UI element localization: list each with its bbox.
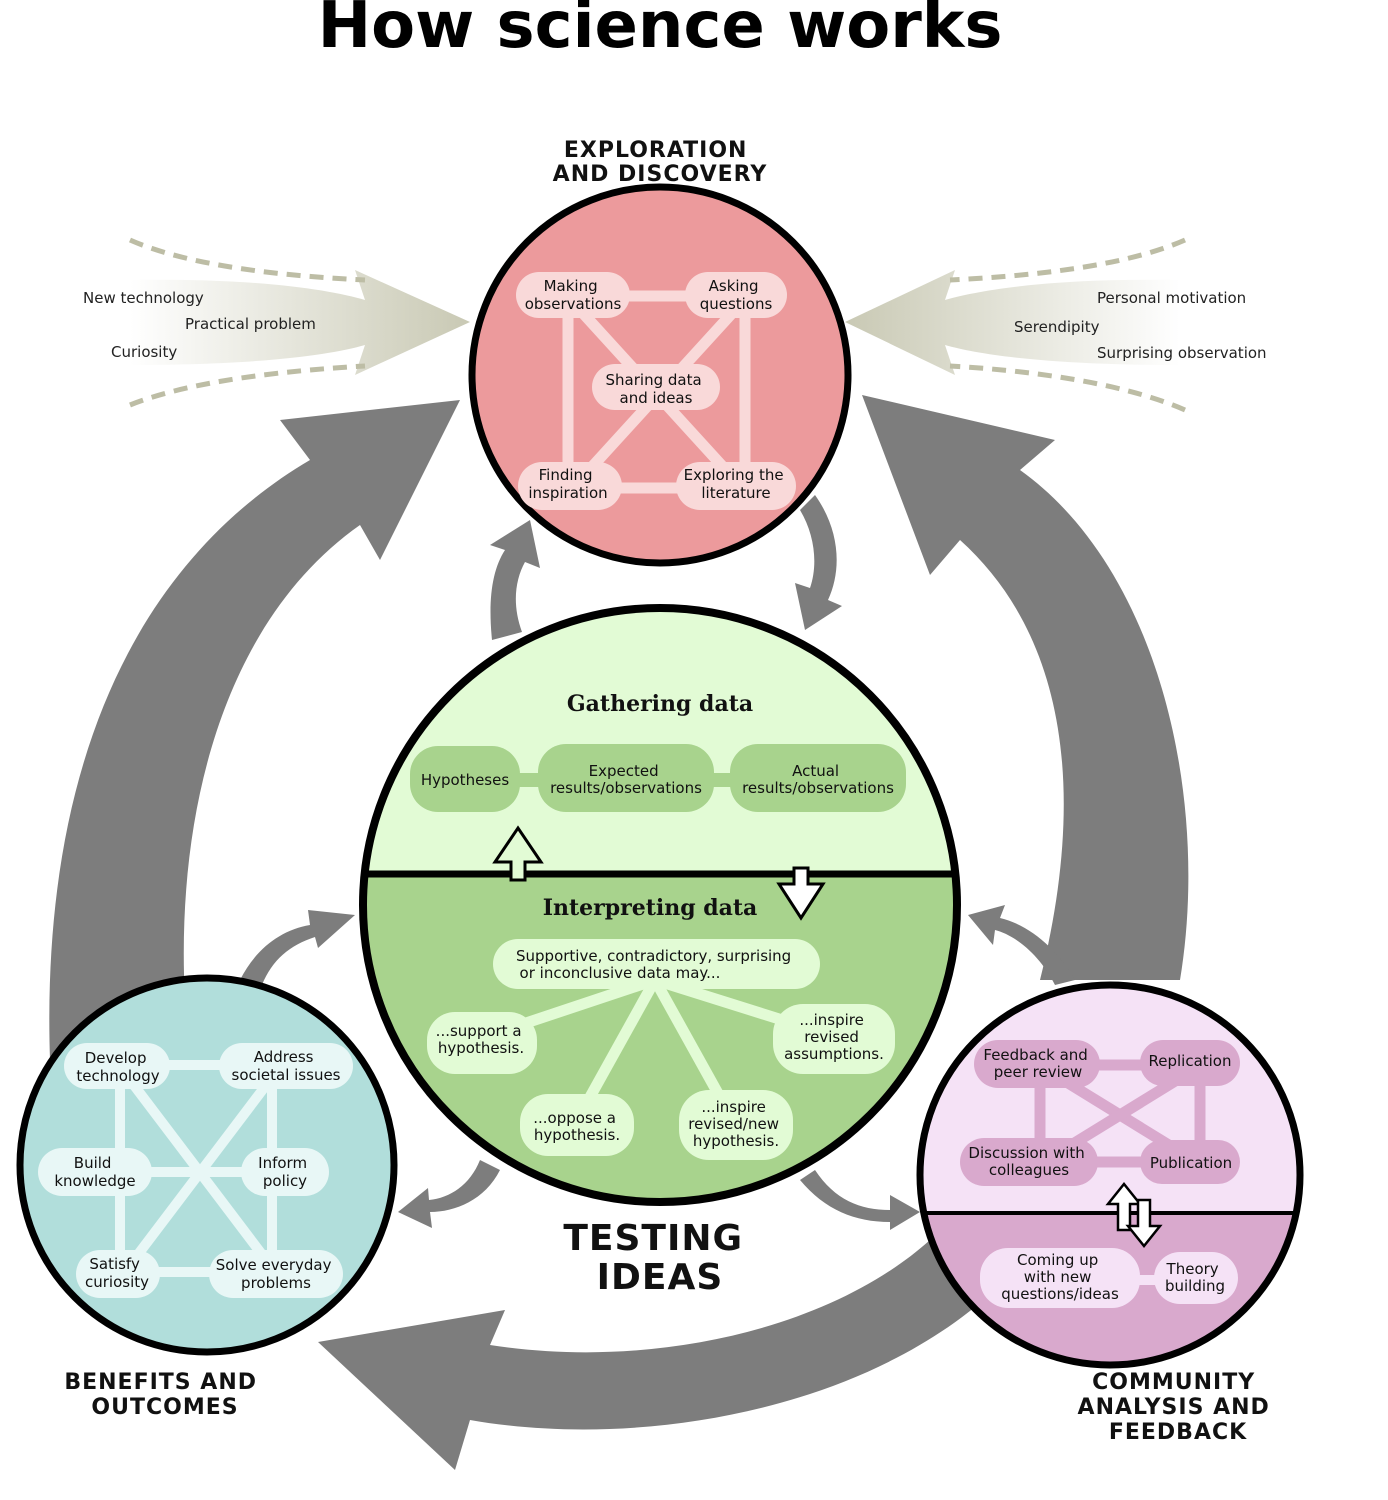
node-replication: Replication [1148, 1052, 1231, 1070]
influence-new-technology: New technology [83, 289, 204, 307]
cycle-arrow-bottom [318, 1240, 1000, 1470]
influence-curiosity: Curiosity [111, 343, 177, 361]
arrow-exploration-to-testing [795, 495, 842, 630]
node-publication: Publication [1150, 1154, 1232, 1172]
arrow-down-gather-to-interpret [776, 866, 826, 921]
cycle-arrow-right [862, 395, 1189, 980]
cycle-arrows [49, 395, 1189, 1470]
node-finding-inspiration: Finding inspiration [528, 466, 607, 502]
node-data-may: Supportive, contradictory, surprising or… [516, 947, 796, 982]
node-inform-policy: Inform policy [258, 1154, 312, 1190]
testing-circle: Gathering data Hypotheses Expected resul… [359, 604, 961, 1298]
influence-practical-problem: Practical problem [185, 315, 316, 333]
exploration-circle: EXPLORATION AND DISCOVERY Making observa… [468, 138, 852, 567]
connector-arrows [240, 495, 1075, 1230]
node-making-observations: Making observations [525, 277, 622, 313]
arrow-down-community [1125, 1198, 1163, 1249]
benefits-label: BENEFITS AND OUTCOMES [64, 1370, 265, 1420]
gathering-data-title: Gathering data [567, 691, 753, 717]
influence-arrow-left [128, 237, 470, 408]
node-solve-everyday-problems: Solve everyday problems [216, 1256, 337, 1292]
node-develop-technology: Develop technology [76, 1049, 159, 1085]
node-hypotheses: Hypotheses [421, 771, 510, 789]
arrow-up-interpret-to-gather [492, 825, 544, 882]
influence-arrow-right [845, 237, 1187, 413]
arrow-testing-to-community [800, 1170, 920, 1230]
interpreting-data-title: Interpreting data [543, 895, 758, 921]
arrow-community-to-testing [968, 905, 1075, 985]
node-build-knowledge: Build knowledge [54, 1154, 135, 1190]
influence-surprising-observation: Surprising observation [1097, 344, 1267, 362]
node-asking-questions: Asking questions [700, 277, 773, 313]
node-feedback-peer-review: Feedback and peer review [983, 1046, 1092, 1081]
node-actual-results: Actual results/observations [742, 762, 894, 797]
node-support-hypothesis: ...support a hypothesis. [436, 1022, 527, 1057]
community-circle: Feedback and peer review Replication Dis… [916, 981, 1304, 1445]
arrow-benefits-to-testing [240, 910, 355, 985]
community-label: COMMUNITY ANALYSIS AND FEEDBACK [1078, 1370, 1279, 1445]
node-satisfy-curiosity: Satisfy curiosity [85, 1255, 149, 1291]
cycle-arrow-left [49, 400, 460, 1060]
influence-serendipity: Serendipity [1014, 318, 1100, 336]
node-oppose-hypothesis: ...oppose a hypothesis. [533, 1109, 621, 1144]
node-exploring-literature: Exploring the literature [684, 466, 789, 502]
arrow-testing-to-exploration [490, 520, 540, 640]
arrow-testing-to-benefits [398, 1160, 500, 1228]
node-inspire-new-hypothesis: ...inspire revised/new hypothesis. [688, 1098, 784, 1150]
exploration-label: EXPLORATION AND DISCOVERY [553, 138, 768, 187]
node-inspire-revised-assumptions: ...inspire revised assumptions. [784, 1011, 884, 1063]
node-theory-building: Theory building [1165, 1260, 1225, 1295]
node-discussion-colleagues: Discussion with colleagues [968, 1144, 1089, 1179]
influence-personal-motivation: Personal motivation [1097, 289, 1246, 307]
node-expected-results: Expected results/observations [550, 762, 702, 797]
page-title: How science works [318, 0, 1003, 63]
node-coming-up-questions: Coming up with new questions/ideas [1001, 1251, 1119, 1303]
node-sharing-data: Sharing data and ideas [606, 371, 707, 407]
node-address-societal-issues: Address societal issues [232, 1048, 341, 1084]
benefits-circle: Develop technology Address societal issu… [16, 974, 398, 1420]
testing-ideas-label: TESTING IDEAS [563, 1218, 756, 1298]
